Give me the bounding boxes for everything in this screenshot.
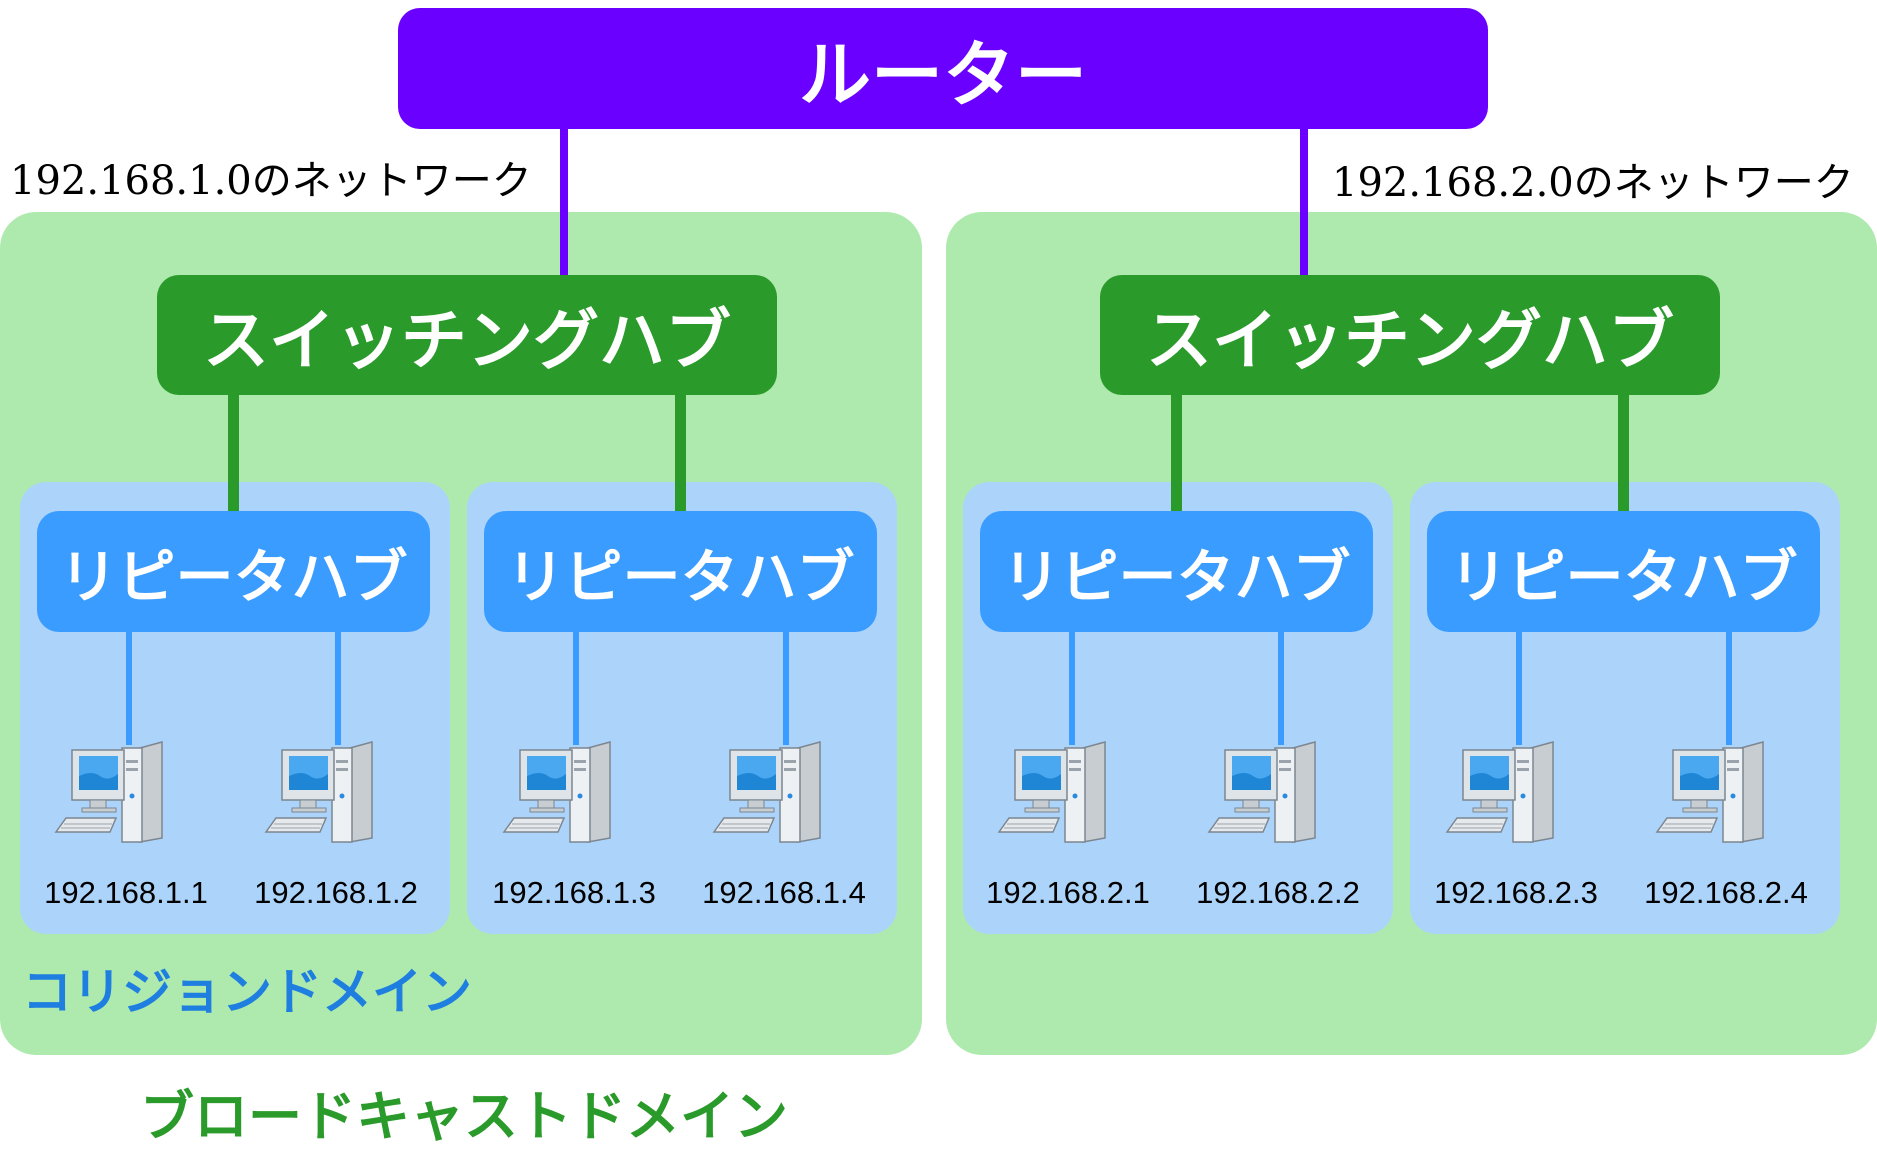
switching-hub-2: スイッチングハブ — [1100, 275, 1720, 395]
switch-link-1b — [675, 392, 686, 514]
network-label-1: 192.168.1.0のネットワーク — [10, 158, 532, 204]
router-node: ルーター — [398, 8, 1488, 129]
host-ip-label: 192.168.1.3 — [492, 875, 656, 910]
host-link-1 — [126, 630, 132, 745]
switching-hub-label: スイッチングハブ — [1146, 302, 1674, 379]
desktop-computer-icon — [52, 738, 182, 848]
repeater-hub-3: リピータハブ — [980, 511, 1373, 632]
broadcast-domain-label: ブロードキャストドメイン — [140, 1085, 788, 1148]
host-link-5 — [1069, 630, 1075, 745]
switch-link-2a — [1171, 392, 1182, 514]
repeater-hub-label: リピータハブ — [1449, 542, 1798, 611]
router-link-1 — [560, 128, 568, 278]
desktop-computer-icon — [1443, 738, 1573, 848]
collision-domain-label: コリジョンドメイン — [22, 963, 472, 1021]
desktop-computer-icon — [710, 738, 840, 848]
desktop-computer-icon — [995, 738, 1125, 848]
repeater-hub-4: リピータハブ — [1427, 511, 1820, 632]
repeater-hub-label: リピータハブ — [1002, 542, 1351, 611]
network-label-2: 192.168.2.0のネットワーク — [1332, 160, 1854, 206]
switch-link-2b — [1618, 392, 1629, 514]
desktop-computer-icon — [1653, 738, 1783, 848]
switching-hub-1: スイッチングハブ — [157, 275, 777, 395]
host-link-7 — [1516, 630, 1522, 745]
host-ip-label: 192.168.2.1 — [986, 875, 1150, 910]
host-link-4 — [783, 630, 789, 745]
desktop-computer-icon — [262, 738, 392, 848]
switching-hub-label: スイッチングハブ — [203, 302, 731, 379]
host-link-6 — [1278, 630, 1284, 745]
host-link-2 — [335, 630, 341, 745]
host-link-3 — [573, 630, 579, 745]
host-ip-label: 192.168.2.3 — [1434, 875, 1598, 910]
repeater-hub-label: リピータハブ — [506, 542, 855, 611]
host-ip-label: 192.168.1.1 — [44, 875, 208, 910]
repeater-hub-1: リピータハブ — [37, 511, 430, 632]
host-ip-label: 192.168.2.2 — [1196, 875, 1360, 910]
host-ip-label: 192.168.1.4 — [702, 875, 866, 910]
repeater-hub-2: リピータハブ — [484, 511, 877, 632]
desktop-computer-icon — [1205, 738, 1335, 848]
desktop-computer-icon — [500, 738, 630, 848]
router-link-2 — [1300, 128, 1308, 278]
host-ip-label: 192.168.1.2 — [254, 875, 418, 910]
router-label: ルーター — [798, 33, 1087, 117]
repeater-hub-label: リピータハブ — [59, 542, 408, 611]
switch-link-1a — [228, 392, 239, 514]
host-link-8 — [1726, 630, 1732, 745]
host-ip-label: 192.168.2.4 — [1644, 875, 1808, 910]
